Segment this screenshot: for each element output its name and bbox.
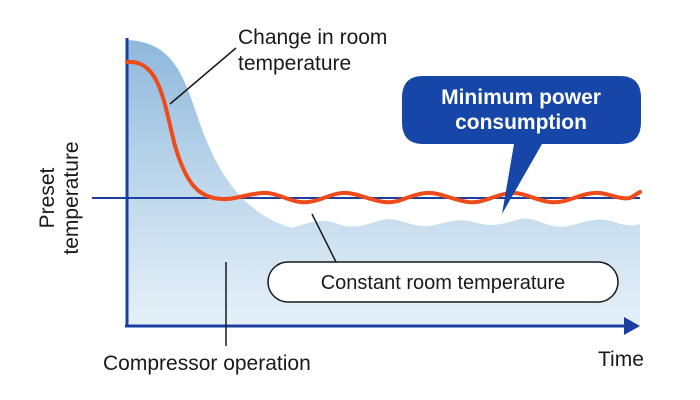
compressor-operation-label: Compressor operation <box>103 352 311 375</box>
change-in-room-temperature-label-line1: Change in room <box>238 26 387 49</box>
preset-temperature-label-line2: temperature <box>60 141 83 254</box>
room-temperature-curve <box>125 59 642 205</box>
minimum-power-callout-bubble <box>402 76 641 214</box>
compressor-operation-area <box>127 40 640 326</box>
preset-temperature-label-line1: Preset <box>36 167 59 228</box>
constant-room-temperature-label: Constant room temperature <box>321 272 566 294</box>
minimum-power-label-line2: consumption <box>455 111 587 134</box>
leader-line-constant-room-temperature <box>311 213 337 263</box>
time-axis-label: Time <box>598 348 644 371</box>
constant-room-temperature-box <box>267 261 619 303</box>
x-axis-arrowhead <box>624 317 640 335</box>
minimum-power-label-line1: Minimum power <box>441 86 601 109</box>
leader-line-change-in-room-temperature <box>169 47 237 105</box>
preset-temperature-label: Preset temperature <box>36 141 83 254</box>
change-in-room-temperature-label-line2: temperature <box>238 52 351 75</box>
